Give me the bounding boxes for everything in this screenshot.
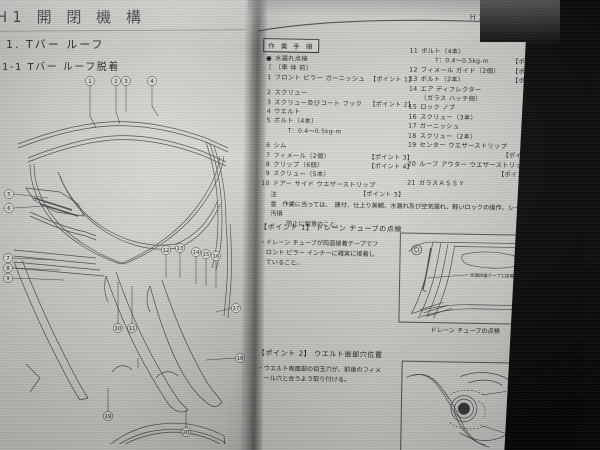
svg-text:12: 12 bbox=[163, 248, 170, 254]
svg-text:1: 1 bbox=[88, 79, 91, 85]
point-1-body-line: ていること。 bbox=[259, 259, 303, 267]
exploded-parts-diagram: 1 2 3 4 5 6 7 8 9 10 11 12 13 14 15 16 1 bbox=[0, 72, 250, 444]
svg-text:13: 13 bbox=[177, 246, 184, 252]
caution-tag: 注意 bbox=[270, 191, 277, 208]
svg-text:19: 19 bbox=[105, 414, 112, 420]
svg-text:17: 17 bbox=[233, 306, 240, 312]
svg-text:16: 16 bbox=[213, 254, 220, 260]
point-1-figure-label: 両面接着テープ工接着 bbox=[470, 272, 514, 280]
svg-text:10: 10 bbox=[115, 326, 122, 332]
background-dark-topright bbox=[480, 0, 600, 42]
svg-text:4: 4 bbox=[150, 79, 154, 85]
svg-text:7: 7 bbox=[6, 256, 9, 262]
left-subsection-title: 1-1 Tバー ルーフ脱着 bbox=[2, 62, 120, 73]
left-section-title: 1. Tバー ルーフ bbox=[6, 36, 105, 52]
svg-text:2: 2 bbox=[114, 79, 117, 85]
svg-text:3: 3 bbox=[124, 79, 127, 85]
svg-text:6: 6 bbox=[7, 206, 11, 212]
svg-text:18: 18 bbox=[237, 356, 244, 362]
svg-text:14: 14 bbox=[193, 250, 200, 256]
left-page: H1 開 閉 機 構 1. Tバー ルーフ 1-1 Tバー ルーフ脱着 bbox=[0, 0, 250, 450]
svg-text:9: 9 bbox=[6, 276, 10, 282]
svg-text:11: 11 bbox=[129, 326, 136, 332]
page-top-highlight bbox=[0, 0, 560, 46]
left-page-header: H1 開 閉 機 構 bbox=[0, 6, 146, 27]
svg-text:8: 8 bbox=[6, 266, 10, 272]
svg-text:20: 20 bbox=[183, 430, 190, 436]
svg-text:15: 15 bbox=[203, 252, 210, 258]
svg-text:5: 5 bbox=[7, 192, 10, 198]
